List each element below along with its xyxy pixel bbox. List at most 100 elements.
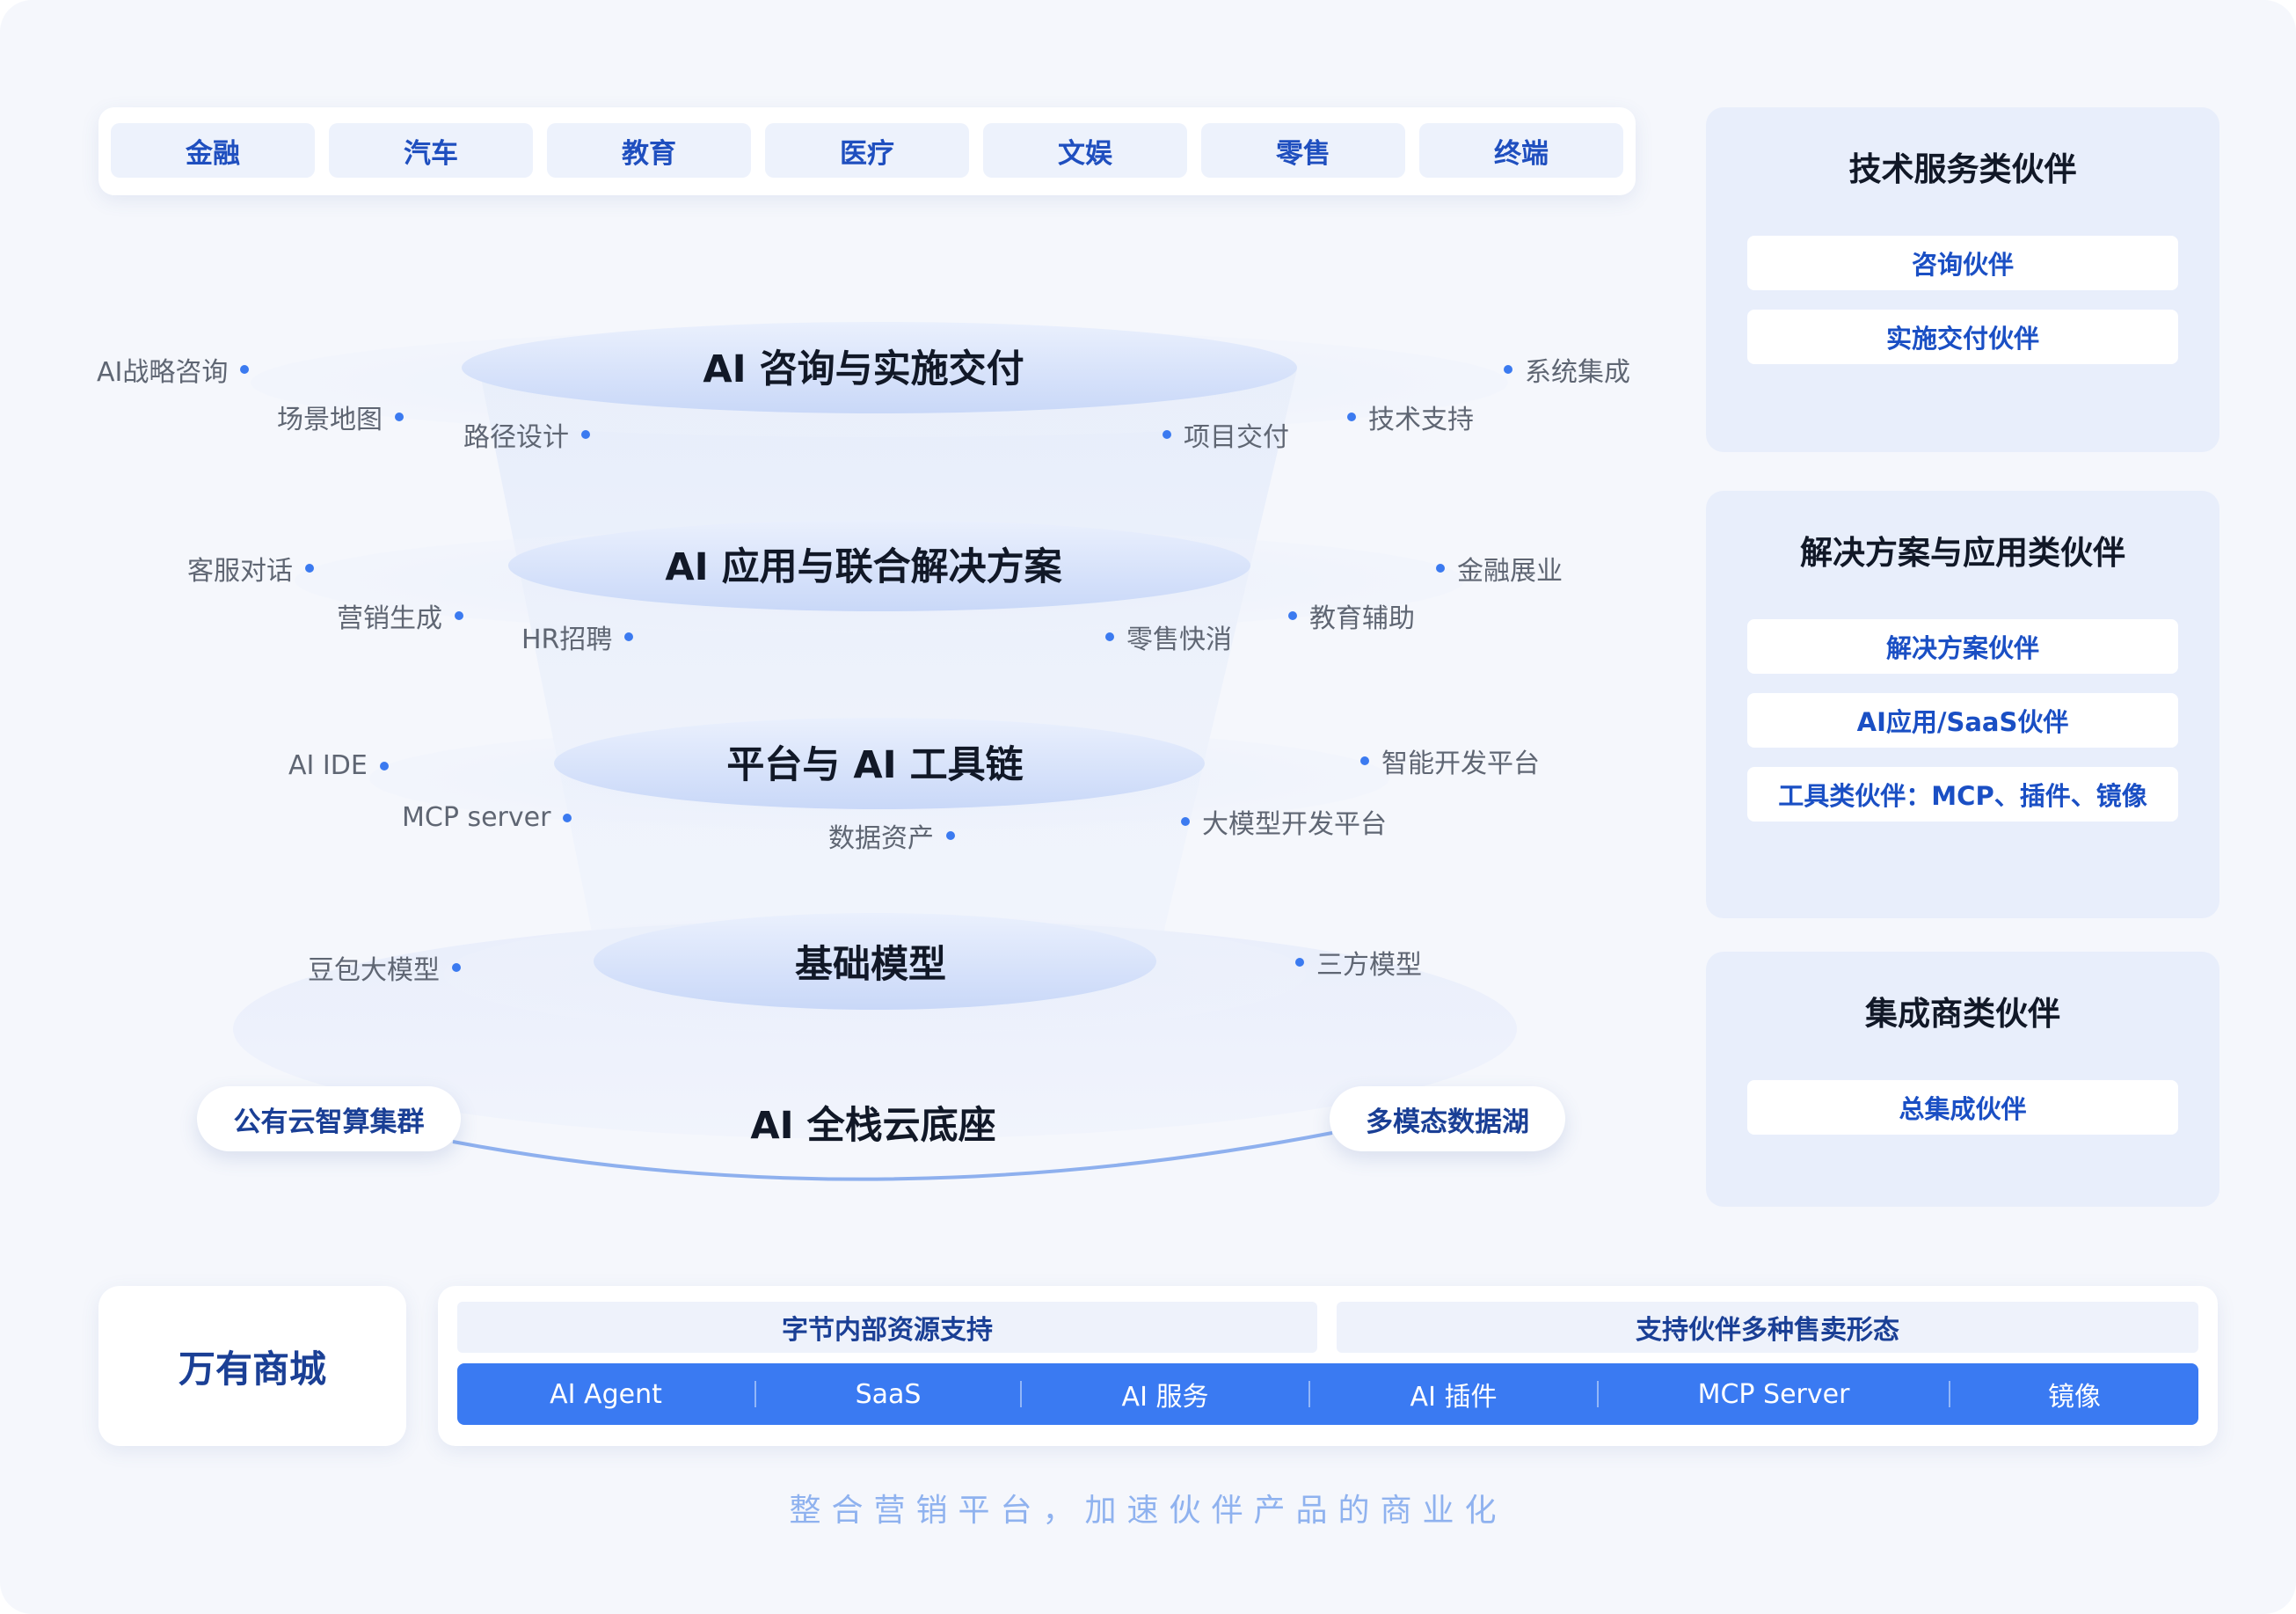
internal-resource-support: 字节内部资源支持 [457,1302,1317,1353]
product-ai-service[interactable]: AI 服务 [1121,1382,1209,1413]
bullet-dot [305,564,314,573]
panel-solution-app-partners: 解决方案与应用类伙伴 解决方案伙伴 AI应用/SaaS伙伴 工具类伙伴：MCP、… [1706,491,2219,918]
partner-sales-forms: 支持伙伴多种售卖形态 [1337,1302,2198,1353]
tag-label: 客服对话 [187,556,293,587]
bullet-dot [1181,817,1190,826]
divider [1308,1381,1310,1407]
panel-item-solution-partner[interactable]: 解决方案伙伴 [1747,619,2178,674]
tag-label: AI战略咨询 [97,357,229,388]
tag-label: HR招聘 [521,624,613,655]
tag-ai-ide: AI IDE [288,750,389,781]
bullet-dot [1295,958,1304,967]
tag-label: 大模型开发平台 [1202,809,1387,840]
layer-1-inner-disc [462,322,1297,413]
bullet-dot [581,430,590,439]
panel-item-saas-partner[interactable]: AI应用/SaaS伙伴 [1747,693,2178,748]
tag-retail-fmcg: 零售快消 [1105,617,1232,656]
tag-label: MCP server [402,802,551,833]
industry-tab-entertainment[interactable]: 文娱 [983,123,1187,178]
panel-item-tool-partner[interactable]: 工具类伙伴：MCP、插件、镜像 [1747,767,2178,822]
tag-doubao-model: 豆包大模型 [308,948,461,987]
divider [1597,1381,1599,1407]
tag-label: 营销生成 [337,603,442,634]
tag-path-design: 路径设计 [463,415,590,454]
marketplace-panel: 字节内部资源支持 支持伙伴多种售卖形态 AI Agent SaaS AI 服务 … [438,1286,2218,1446]
tag-education-assist: 教育辅助 [1288,596,1415,635]
divider [1949,1381,1950,1407]
tag-label: 金融展业 [1457,556,1563,587]
pill-multimodal-data-lake[interactable]: 多模态数据湖 [1330,1086,1565,1151]
panel-item-consulting-partner[interactable]: 咨询伙伴 [1747,236,2178,290]
bullet-dot [1360,756,1369,765]
tag-hr-recruit: HR招聘 [521,617,634,656]
industry-tab-medical[interactable]: 医疗 [765,123,969,178]
bullet-dot [1288,611,1297,620]
bullet-dot [946,831,955,840]
layer-4-inner-disc [594,913,1156,1010]
panel-title: 解决方案与应用类伙伴 [1800,534,2125,572]
bullet-dot [455,611,463,620]
tag-mcp-server: MCP server [402,802,572,833]
bullet-dot [452,963,461,972]
tag-label: 系统集成 [1525,357,1630,388]
marketplace-card[interactable]: 万有商城 [98,1286,406,1446]
tag-system-integration: 系统集成 [1504,350,1630,389]
panel-item-delivery-partner[interactable]: 实施交付伙伴 [1747,310,2178,364]
tag-label: 路径设计 [463,422,569,453]
panel-integrator-partners: 集成商类伙伴 总集成伙伴 [1706,952,2219,1207]
divider [754,1381,756,1407]
bullet-dot [1436,564,1445,573]
panel-title: 集成商类伙伴 [1865,995,2060,1033]
tag-marketing-gen: 营销生成 [337,596,463,635]
tag-ai-strategy: AI战略咨询 [97,350,250,389]
industry-tab-auto[interactable]: 汽车 [329,123,533,178]
product-saas[interactable]: SaaS [855,1378,922,1410]
funnel-graphic [233,322,1517,1181]
panel-title: 技术服务类伙伴 [1848,150,2077,188]
tag-label: 教育辅助 [1309,603,1415,634]
layer-4-title: 基础模型 [795,943,946,987]
tag-label: AI IDE [288,750,368,781]
tag-llm-dev-platform: 大模型开发平台 [1181,802,1387,841]
bullet-dot [1504,365,1512,374]
product-mcp-server[interactable]: MCP Server [1697,1378,1850,1410]
base-rim-line [452,1131,1333,1181]
layer-2-title: AI 应用与联合解决方案 [665,545,1062,589]
tag-label: 场景地图 [277,405,383,435]
tag-label: 智能开发平台 [1381,749,1540,779]
panel-tech-service-partners: 技术服务类伙伴 咨询伙伴 实施交付伙伴 [1706,107,2219,452]
tag-scene-map: 场景地图 [277,398,404,436]
tag-customer-service: 客服对话 [187,549,314,588]
panel-item-general-integrator[interactable]: 总集成伙伴 [1747,1080,2178,1135]
industry-bar: 金融 汽车 教育 医疗 文娱 零售 终端 [98,107,1636,195]
bullet-dot [563,813,572,822]
bullet-dot [395,413,404,421]
industry-tab-education[interactable]: 教育 [547,123,751,178]
layer-1-title: AI 咨询与实施交付 [703,347,1024,391]
bullet-dot [1347,413,1356,421]
layer-3-inner-disc [554,718,1205,809]
bullet-dot [1105,632,1114,641]
marketplace-title: 万有商城 [178,1347,326,1391]
tag-smart-dev-platform: 智能开发平台 [1360,741,1540,780]
product-image[interactable]: 镜像 [2048,1382,2101,1413]
base-title: AI 全栈云底座 [750,1104,996,1148]
industry-tab-retail[interactable]: 零售 [1201,123,1405,178]
product-ai-plugin[interactable]: AI 插件 [1410,1382,1498,1413]
industry-tab-finance[interactable]: 金融 [111,123,315,178]
tag-label: 三方模型 [1316,950,1422,981]
tag-tech-support: 技术支持 [1347,398,1474,436]
tag-data-assets: 数据资产 [828,816,955,855]
industry-tab-terminal[interactable]: 终端 [1419,123,1623,178]
bullet-dot [379,761,389,770]
pill-public-cloud-cluster[interactable]: 公有云智算集群 [197,1086,461,1151]
bullet-dot [1163,430,1171,439]
funnel-cone [479,369,1297,963]
layer-3-title: 平台与 AI 工具链 [726,743,1024,787]
product-type-bar: AI Agent SaaS AI 服务 AI 插件 MCP Server 镜像 [457,1363,2198,1425]
tag-label: 数据资产 [828,823,934,854]
tag-third-party-model: 三方模型 [1295,943,1422,982]
bullet-dot [240,365,250,374]
product-ai-agent[interactable]: AI Agent [550,1378,662,1410]
